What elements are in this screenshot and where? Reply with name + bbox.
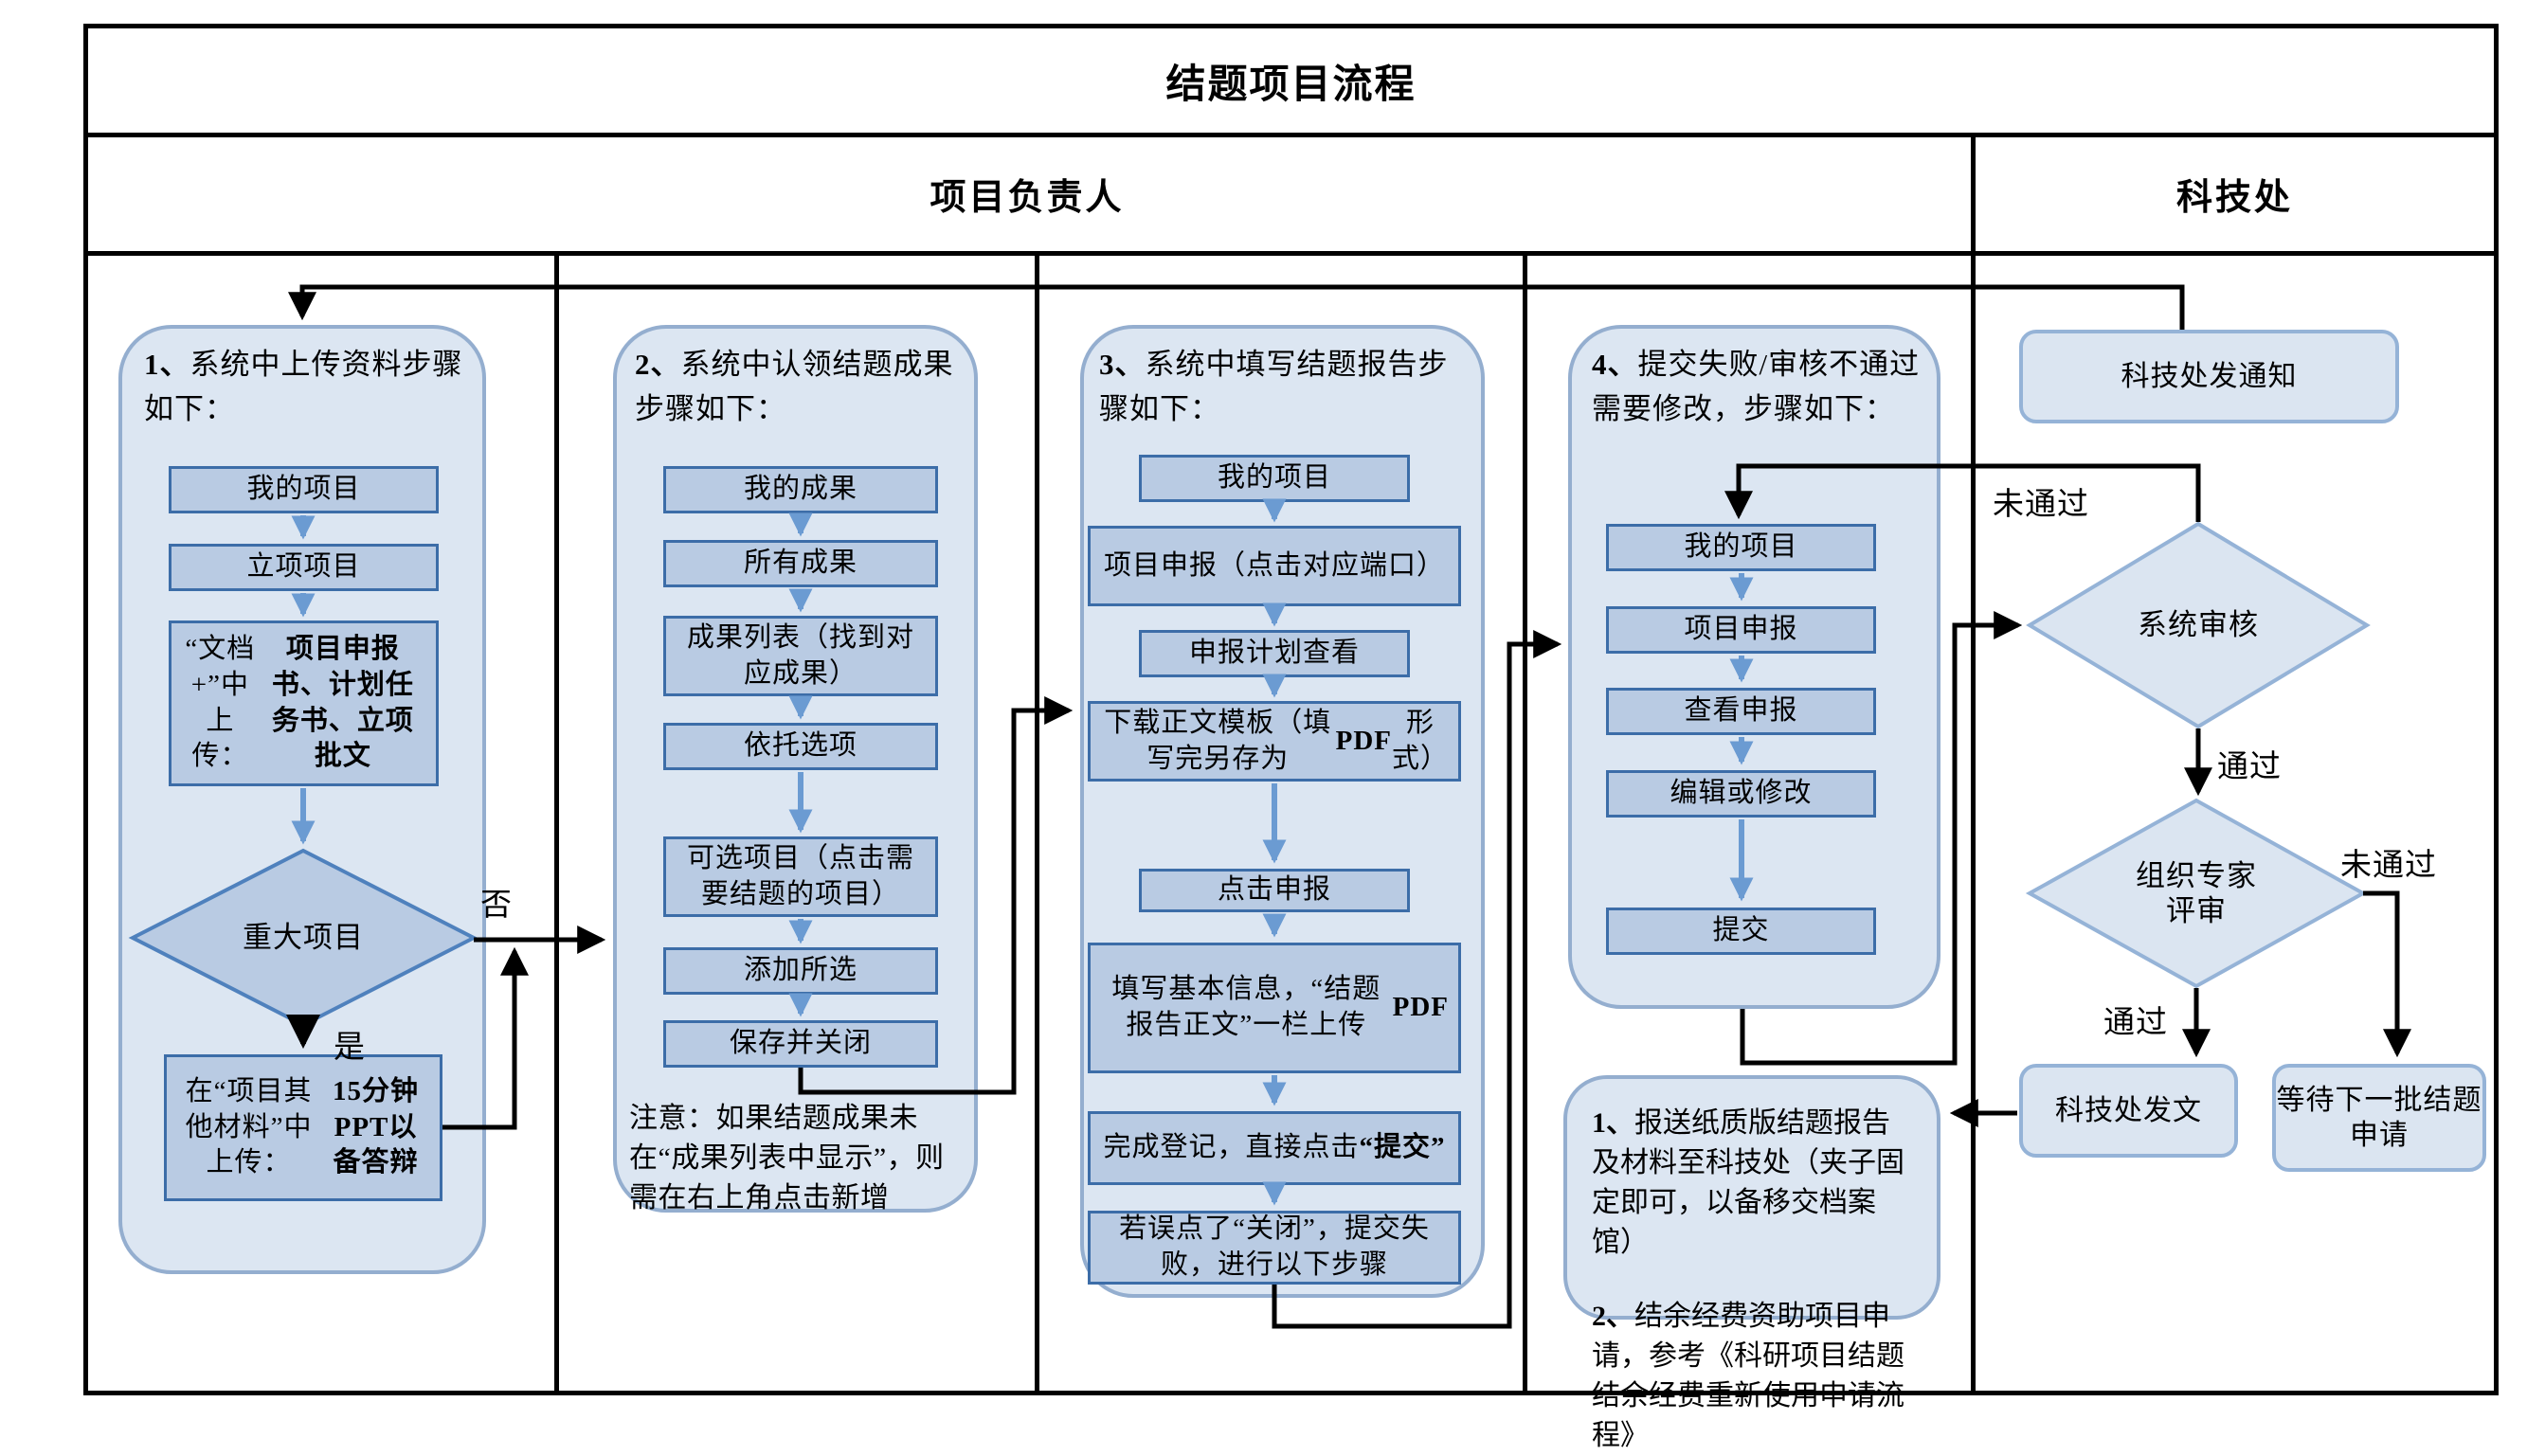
lane-divider (1971, 133, 1976, 1395)
office-issue-box: 科技处发文 (2019, 1064, 2238, 1158)
column-divider-1 (554, 251, 559, 1395)
office-wait-next-batch-box: 等待下一批结题申请 (2272, 1064, 2486, 1172)
label-no: 否 (480, 889, 513, 923)
label-fail-expert-review: 未通过 (2340, 849, 2437, 883)
decision-expert-review-label: 组织专家评审 (2136, 858, 2257, 927)
step-support-option: 依托选项 (663, 723, 938, 770)
step-optional-projects: 可选项目（点击需要结题的项目） (663, 836, 938, 917)
step-click-declare: 点击申报 (1139, 869, 1410, 912)
step-upload-documents: “文档+”中上传：项目申报书、计划任务书、立项批文 (169, 620, 439, 786)
step-wrong-close: 若误点了“关闭”，提交失败，进行以下步骤 (1088, 1211, 1461, 1285)
header-row-divider (83, 251, 2499, 256)
group-2-note: 注意：如果结题成果未在“成果列表中显示”，则需在右上角点击新增 (629, 1103, 945, 1213)
lane-owner-header: 项目负责人 (930, 177, 1125, 218)
label-pass-expert-review: 通过 (2103, 1006, 2168, 1040)
step-my-projects-1: 我的项目 (169, 466, 439, 513)
title-row-divider (83, 133, 2499, 137)
step-all-results: 所有成果 (663, 540, 938, 587)
column-divider-3 (1523, 251, 1527, 1395)
step-save-close: 保存并关闭 (663, 1020, 938, 1068)
label-pass-system-review: 通过 (2217, 750, 2282, 784)
group-2-heading: 2、系统中认领结题成果步骤如下： (635, 348, 954, 425)
column-divider-2 (1035, 251, 1039, 1395)
step-view-declare-plan: 申报计划查看 (1139, 630, 1410, 677)
office-notify-box: 科技处发通知 (2019, 330, 2399, 423)
flowchart-page: 结题项目流程 项目负责人 科技处 1、系统中上传资料步骤如下： 2、系统中认领结… (83, 24, 2499, 1451)
step-approved-projects: 立项项目 (169, 544, 439, 591)
step-my-results: 我的成果 (663, 466, 938, 513)
step-upload-ppt: 在“项目其他材料”中上传：15分钟PPT以备答辩 (164, 1054, 442, 1201)
note-surplus-funds: 2、结余经费资助项目申请，参考《科研项目结题结余经费重新使用申请流程》 (1592, 1301, 1904, 1451)
step-results-list: 成果列表（找到对应成果） (663, 616, 938, 696)
step-edit-modify: 编辑或修改 (1606, 770, 1876, 818)
decision-major-project-label: 重大项目 (243, 921, 364, 955)
step-my-projects-4: 我的项目 (1606, 524, 1876, 571)
lane-office-header: 科技处 (2175, 177, 2293, 218)
step-my-projects-3: 我的项目 (1139, 455, 1410, 502)
table-outer-border (83, 24, 2499, 1395)
step-project-declare-4: 项目申报 (1606, 606, 1876, 654)
step-add-selected: 添加所选 (663, 947, 938, 995)
page-title: 结题项目流程 (1165, 63, 1417, 107)
step-project-declare-port: 项目申报（点击对应端口） (1088, 526, 1461, 606)
group-3-heading: 3、系统中填写结题报告步骤如下： (1099, 348, 1449, 425)
decision-system-review-label: 系统审核 (2138, 608, 2259, 642)
group-paper-submission-notes: 1、报送纸质版结题报告及材料至科技处（夹子固定即可，以备移交档案馆） 2、结余经… (1563, 1075, 1940, 1451)
note-paper-report: 1、报送纸质版结题报告及材料至科技处（夹子固定即可，以备移交档案馆） (1592, 1107, 1904, 1258)
step-complete-submit: 完成登记，直接点击“提交” (1088, 1111, 1461, 1185)
step-view-declare-4: 查看申报 (1606, 688, 1876, 735)
label-yes: 是 (334, 1031, 366, 1065)
group-4-heading: 4、提交失败/审核不通过需要修改，步骤如下： (1592, 348, 1921, 425)
label-fail-system-review: 未通过 (1993, 488, 2089, 522)
step-submit: 提交 (1606, 908, 1876, 955)
group-1-heading: 1、系统中上传资料步骤如下： (144, 348, 463, 425)
